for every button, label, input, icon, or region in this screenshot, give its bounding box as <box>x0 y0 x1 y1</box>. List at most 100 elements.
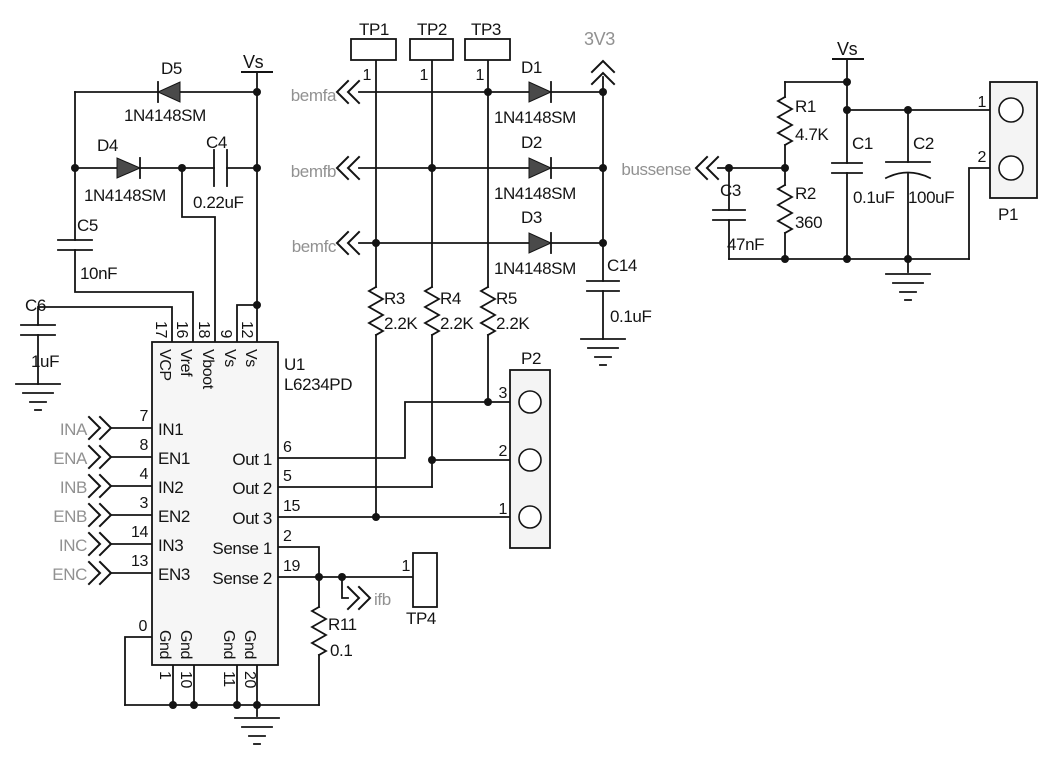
signal-label-ifb: ifb <box>374 590 391 609</box>
resistor-ref: R1 <box>795 97 816 116</box>
junction-dot <box>253 164 261 172</box>
diode-part: 1N4148SM <box>84 186 166 205</box>
connector-pin-circle <box>998 155 1024 181</box>
junction-dot <box>904 106 912 114</box>
diode-triangle <box>156 81 181 103</box>
power-flag-vs: Vs <box>243 52 264 72</box>
ic-pin-name: Gnd <box>177 630 194 659</box>
power-arrow-up <box>590 71 616 86</box>
ic-pin-num: 15 <box>283 498 300 515</box>
ic-pin-num: 11 <box>220 671 237 687</box>
diode-ref: D3 <box>521 208 542 227</box>
input-arrow <box>98 415 113 441</box>
testpoint-tp2-body <box>409 38 454 61</box>
wire-ifb <box>341 576 349 599</box>
port-arrow-left <box>335 79 350 105</box>
power-flag-vs: Vs <box>837 39 858 59</box>
signal-label-ena: ENA <box>53 449 88 468</box>
cap-ref: C6 <box>25 296 46 315</box>
ic-pin-name: Vs <box>242 349 259 367</box>
connector-p2 <box>509 369 551 549</box>
testpoint-ref: TP3 <box>471 20 501 39</box>
connector-pin-circle <box>518 448 542 472</box>
resistor-ref: R3 <box>384 289 405 308</box>
testpoint-ref: TP1 <box>359 20 389 39</box>
junction-dot <box>725 164 733 172</box>
testpoint-ref: TP4 <box>406 609 436 628</box>
diode-ref: D2 <box>521 133 542 152</box>
port-arrow-left <box>346 155 361 181</box>
ic-pin-num: 4 <box>140 466 149 483</box>
signal-label-inb: INB <box>60 478 87 497</box>
capacitor-c5-symbol <box>57 239 93 251</box>
resistor-value: 0.1 <box>330 641 352 660</box>
ic-pin-name: Out 2 <box>232 479 272 498</box>
capacitor-c1-symbol <box>831 162 863 174</box>
ic-pin-name: Gnd <box>220 630 237 659</box>
ic-pin-name: Vs <box>221 349 238 367</box>
ic-pin-num: 2 <box>283 528 292 545</box>
resistor-value: 360 <box>795 213 822 232</box>
capacitor-c6-symbol <box>20 324 56 336</box>
testpoint-pin: 1 <box>363 67 372 84</box>
diode-part: 1N4148SM <box>494 184 576 203</box>
input-arrow <box>98 444 113 470</box>
diode-d2 <box>528 157 553 179</box>
testpoint-tp4-body <box>412 552 438 608</box>
testpoint-ref: TP2 <box>417 20 447 39</box>
connector-pin-circle <box>518 505 542 529</box>
junction-dot <box>372 513 380 521</box>
diode-part: 1N4148SM <box>124 106 206 125</box>
signal-label-ina: INA <box>60 420 88 439</box>
junction-dot <box>599 164 607 172</box>
junction-dot <box>484 398 492 406</box>
junction-dot <box>904 255 912 263</box>
ic-pin-num: 8 <box>140 437 149 454</box>
port-arrow-left <box>335 230 350 256</box>
ic-pin-num: 12 <box>238 321 255 338</box>
ic-pin-num: 19 <box>283 558 300 575</box>
ic-pin-num: 7 <box>140 408 149 425</box>
port-arrow-left <box>346 230 361 256</box>
junction-dot <box>428 456 436 464</box>
wire-p1pin2 <box>968 167 999 260</box>
connector-p1 <box>989 81 1038 199</box>
input-arrow <box>98 473 113 499</box>
port-arrow-left <box>346 79 361 105</box>
wires-ic <box>110 401 519 717</box>
diode-ref: D4 <box>97 136 118 155</box>
junction-dot <box>843 255 851 263</box>
ground-symbol <box>885 273 931 301</box>
ic-pin-name: Gnd <box>241 630 258 659</box>
resistor-r1-symbol <box>776 95 794 147</box>
input-arrow <box>98 531 113 557</box>
wire-pin9 <box>236 304 258 343</box>
junction-dot <box>599 88 607 96</box>
cap-value: 0.1uF <box>853 188 894 207</box>
cap-ref: C1 <box>852 134 873 153</box>
junction-dot <box>338 573 346 581</box>
resistor-value: 2.2K <box>384 314 418 333</box>
diode-triangle <box>528 232 553 254</box>
connector-pin-num: 2 <box>978 149 987 166</box>
input-arrow <box>87 444 102 470</box>
input-arrows <box>87 415 113 586</box>
connector-ref: P2 <box>521 349 541 368</box>
junction-dot <box>253 301 261 309</box>
bussense-arrow <box>694 155 720 181</box>
signal-label-bussense: bussense <box>621 160 691 179</box>
junction-dot <box>315 573 323 581</box>
testpoint-pin: 1 <box>402 558 411 575</box>
ic-pad-pin: 0 <box>139 618 148 635</box>
ic-pin-name: Sense 1 <box>212 539 272 558</box>
ground-symbol <box>234 717 280 745</box>
port-arrow-left <box>335 155 350 181</box>
resistor-value: 4.7K <box>795 125 829 144</box>
ic-pin-num: 3 <box>140 495 149 512</box>
ic-pin-name: Out 3 <box>232 509 272 528</box>
testpoint-tp3-body <box>464 38 511 61</box>
wires-charge-pump <box>37 71 273 385</box>
ic-pin-name: EN2 <box>158 507 190 526</box>
